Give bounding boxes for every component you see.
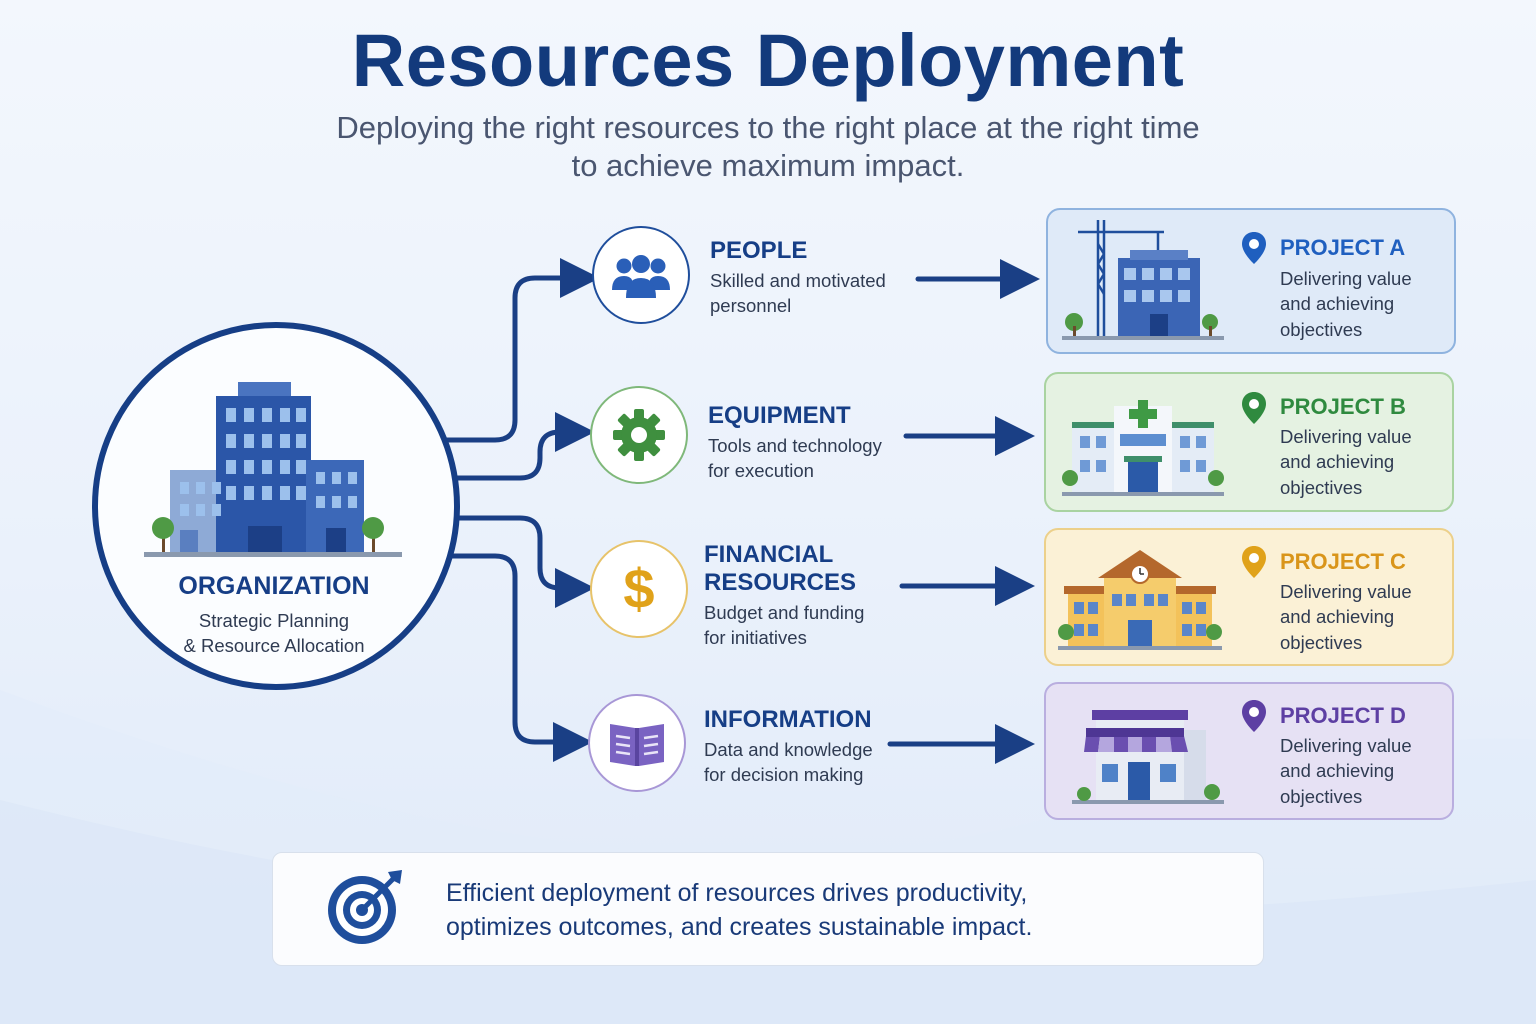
- resource-people-desc-line-2: personnel: [710, 295, 792, 316]
- office-buildings-icon: [144, 382, 402, 557]
- dollar-icon: $: [623, 557, 654, 620]
- location-pin-icon: [1242, 232, 1266, 264]
- page-subtitle-line-1: Deploying the right resources to the rig…: [336, 110, 1200, 145]
- gear-icon: [613, 409, 665, 461]
- resource-equipment-desc-line-1: Tools and technology: [708, 435, 882, 456]
- project-d-desc-line-1: Delivering value: [1280, 735, 1412, 756]
- summary-line-2: optimizes outcomes, and creates sustaina…: [446, 913, 1033, 941]
- project-c-desc-line-1: Delivering value: [1280, 581, 1412, 602]
- project-b-desc-line-2: and achieving: [1280, 451, 1395, 472]
- connector-financial: [437, 515, 595, 608]
- project-d-desc-line-2: and achieving: [1280, 760, 1395, 781]
- people-icon: [612, 255, 670, 298]
- project-b-desc-line-1: Delivering value: [1280, 426, 1412, 447]
- equipment-icon-circle: [590, 386, 688, 484]
- people-icon-circle: [592, 226, 690, 324]
- hospital-icon: [1062, 400, 1224, 496]
- resource-equipment-title: EQUIPMENT: [708, 402, 851, 429]
- resource-people-title: PEOPLE: [710, 237, 808, 264]
- resource-information-desc-line-2: for decision making: [704, 764, 864, 785]
- organization-subtitle-line-1: Strategic Planning: [198, 610, 350, 631]
- resource-people-desc-line-1: Skilled and motivated: [710, 270, 886, 291]
- organization-title: ORGANIZATION: [178, 572, 370, 600]
- resource-financial-desc-line-1: Budget and funding: [704, 602, 865, 623]
- information-icon-circle: [588, 694, 686, 792]
- target-icon: [328, 870, 402, 944]
- project-c-title: PROJECT C: [1280, 549, 1406, 574]
- project-a-title: PROJECT A: [1280, 235, 1406, 260]
- project-a-desc-line-2: and achieving: [1280, 293, 1395, 314]
- project-d-title: PROJECT D: [1280, 703, 1406, 728]
- summary-line-1: Efficient deployment of resources drives…: [446, 879, 1028, 907]
- resource-equipment-desc-line-2: for execution: [708, 460, 814, 481]
- connector-information: [437, 553, 593, 762]
- project-c-desc-line-2: and achieving: [1280, 606, 1395, 627]
- project-d-desc-line-3: objectives: [1280, 786, 1363, 807]
- location-pin-icon: [1242, 546, 1266, 578]
- page-subtitle-line-2: to achieve maximum impact.: [571, 148, 965, 183]
- store-icon: [1072, 710, 1224, 804]
- project-c-desc-line-3: objectives: [1280, 632, 1363, 653]
- location-pin-icon: [1242, 392, 1266, 424]
- summary-box: [272, 852, 1264, 966]
- project-b-title: PROJECT B: [1280, 394, 1406, 419]
- svg-text:$: $: [623, 557, 654, 620]
- school-icon: [1058, 550, 1222, 650]
- page-title: Resources Deployment: [351, 19, 1185, 102]
- resource-financial-title-line-2: RESOURCES: [704, 569, 857, 596]
- resource-information-title: INFORMATION: [704, 706, 872, 733]
- resource-financial-title-line-1: FINANCIAL: [704, 541, 834, 568]
- project-b-desc-line-3: objectives: [1280, 477, 1363, 498]
- project-a-desc-line-3: objectives: [1280, 319, 1363, 340]
- resource-information-desc-line-1: Data and knowledge: [704, 739, 873, 760]
- organization-subtitle-line-2: & Resource Allocation: [183, 635, 365, 656]
- construction-building-icon: [1062, 220, 1224, 340]
- financial-icon-circle: $: [590, 540, 688, 638]
- connector-equipment: [437, 412, 595, 481]
- location-pin-icon: [1242, 700, 1266, 732]
- connector-people: [437, 258, 600, 443]
- resource-financial-desc-line-2: for initiatives: [704, 627, 807, 648]
- book-icon: [610, 724, 664, 766]
- project-a-desc-line-1: Delivering value: [1280, 268, 1412, 289]
